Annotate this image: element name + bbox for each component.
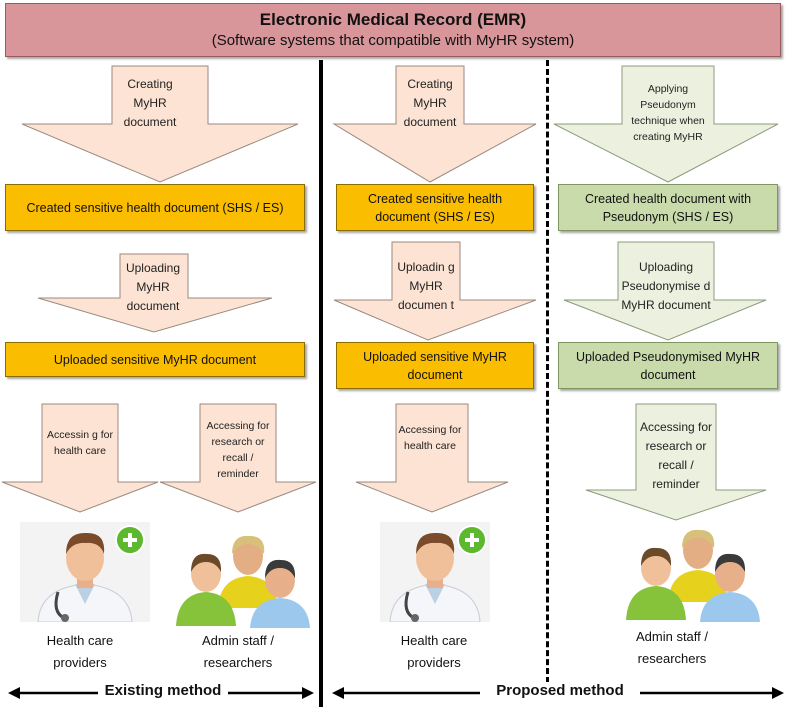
method-divider	[319, 60, 323, 707]
doctor-icon	[20, 522, 150, 622]
banner-title: Electronic Medical Record (EMR)	[259, 10, 527, 29]
arrow-label: Accessin g for health care	[47, 429, 113, 457]
down-arrow-health-care	[355, 403, 509, 513]
arrow-label: Creating MyHR document	[403, 76, 457, 129]
arrow-label: Accessing for research or recall / remin…	[206, 420, 270, 480]
existing-method-label: Existing method	[98, 682, 228, 699]
arrow-label: Uploadin g MyHR documen t	[397, 259, 455, 312]
down-arrow-uploading	[333, 241, 537, 341]
created-pseudonym-document-box: Created health document with Pseudonym (…	[558, 184, 778, 231]
down-arrow-uploading	[37, 253, 273, 333]
role-health-care-providers: Health care providers	[46, 633, 114, 670]
arrow-label: Creating MyHR document	[123, 76, 177, 129]
down-arrow-research	[159, 403, 317, 513]
created-sensitive-document-box: Created sensitive health document (SHS /…	[5, 184, 305, 231]
arrow-label: Uploading MyHR document	[125, 260, 181, 313]
proposed-column-divider	[546, 60, 549, 683]
doctor-icon	[380, 522, 490, 622]
down-arrow-health-care	[1, 403, 159, 513]
role-admin-researchers: Admin staff / researchers	[201, 633, 274, 670]
uploaded-sensitive-document-box: Uploaded sensitive MyHR document	[336, 342, 534, 389]
proposed-method-label: Proposed method	[480, 682, 640, 699]
user-group-icon	[626, 529, 760, 622]
arrow-label: Applying Pseudonym technique when creati…	[631, 83, 705, 143]
arrow-label: Uploading Pseudonymise d MyHR document	[621, 259, 711, 312]
down-arrow-research	[585, 403, 767, 521]
created-sensitive-document-box: Created sensitive health document (SHS /…	[336, 184, 534, 231]
arrow-label: Accessing for research or recall / remin…	[639, 420, 713, 491]
role-admin-researchers: Admin staff / researchers	[635, 629, 708, 666]
role-health-care-providers: Health care providers	[400, 633, 468, 670]
uploaded-pseudonymised-document-box: Uploaded Pseudonymised MyHR document	[558, 342, 778, 389]
user-group-icon	[176, 535, 310, 628]
arrow-label: Accessing for health care	[398, 424, 462, 452]
down-arrow-creating	[21, 65, 299, 183]
uploaded-sensitive-document-box: Uploaded sensitive MyHR document	[5, 342, 305, 377]
emr-banner: Electronic Medical Record (EMR) (Softwar…	[5, 3, 781, 57]
down-arrow-pseudonym	[553, 65, 779, 183]
down-arrow-creating	[332, 65, 537, 183]
banner-subtitle: (Software systems that compatible with M…	[211, 32, 575, 49]
down-arrow-uploading-pseudonymised	[563, 241, 767, 341]
